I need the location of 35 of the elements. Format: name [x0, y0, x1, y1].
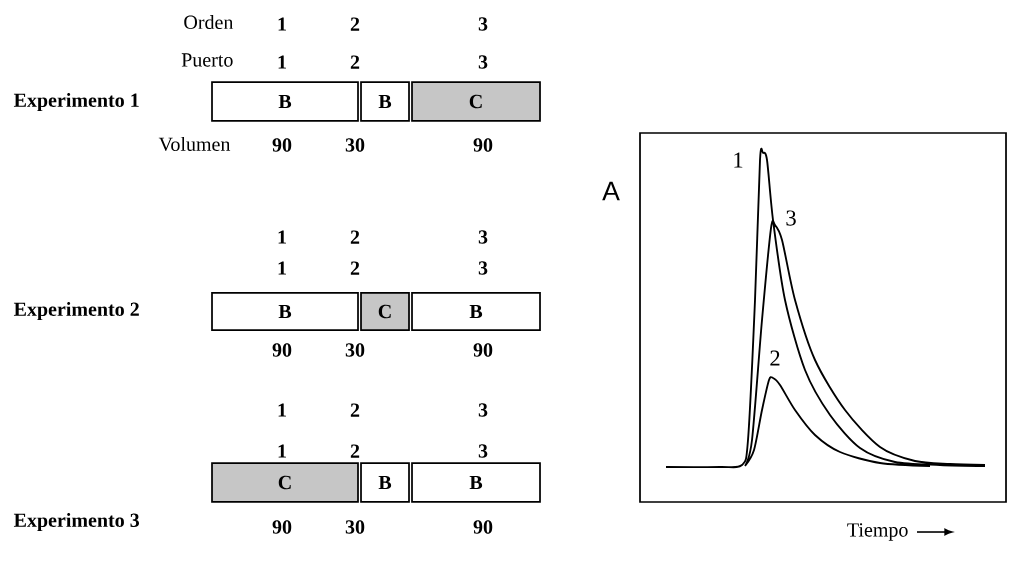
segment-box: C — [211, 462, 359, 503]
row-header-label: Volumen — [158, 136, 231, 152]
row-header-label: Puerto — [181, 53, 233, 67]
column-number: 2 — [350, 55, 360, 69]
column-number: 2 — [350, 17, 360, 31]
column-number: 2 — [350, 444, 360, 458]
volume-value: 30 — [345, 138, 365, 152]
column-number: 3 — [478, 230, 488, 244]
experiment-label: Experimento 1 — [13, 92, 139, 112]
column-number: 1 — [278, 403, 286, 417]
row-header-label: Orden — [184, 15, 234, 30]
segment-box: B — [360, 462, 410, 503]
volume-value: 90 — [473, 520, 493, 534]
volume-value: 30 — [345, 520, 365, 534]
experiment-label: Experimento 3 — [13, 512, 139, 532]
column-number: 3 — [478, 17, 488, 31]
experiment-label: Experimento 2 — [13, 301, 139, 321]
column-number: 1 — [278, 230, 286, 244]
axis-label: A — [602, 181, 620, 201]
column-number: 2 — [350, 403, 360, 417]
axis-label: Tiempo — [847, 523, 908, 541]
column-number: 2 — [350, 261, 360, 275]
peak-label: 1 — [734, 152, 743, 168]
segment-box: B — [360, 81, 410, 122]
column-number: 1 — [278, 17, 286, 31]
peak-label: 2 — [770, 350, 780, 366]
column-number: 3 — [478, 403, 488, 417]
segment-box: C — [360, 292, 410, 331]
segment-box: C — [411, 81, 541, 122]
volume-value: 30 — [345, 343, 365, 357]
segment-box: B — [411, 292, 541, 331]
column-number: 2 — [350, 230, 360, 244]
volume-value: 90 — [272, 520, 292, 534]
segment-box: B — [211, 292, 359, 331]
peak-label: 3 — [786, 210, 796, 226]
